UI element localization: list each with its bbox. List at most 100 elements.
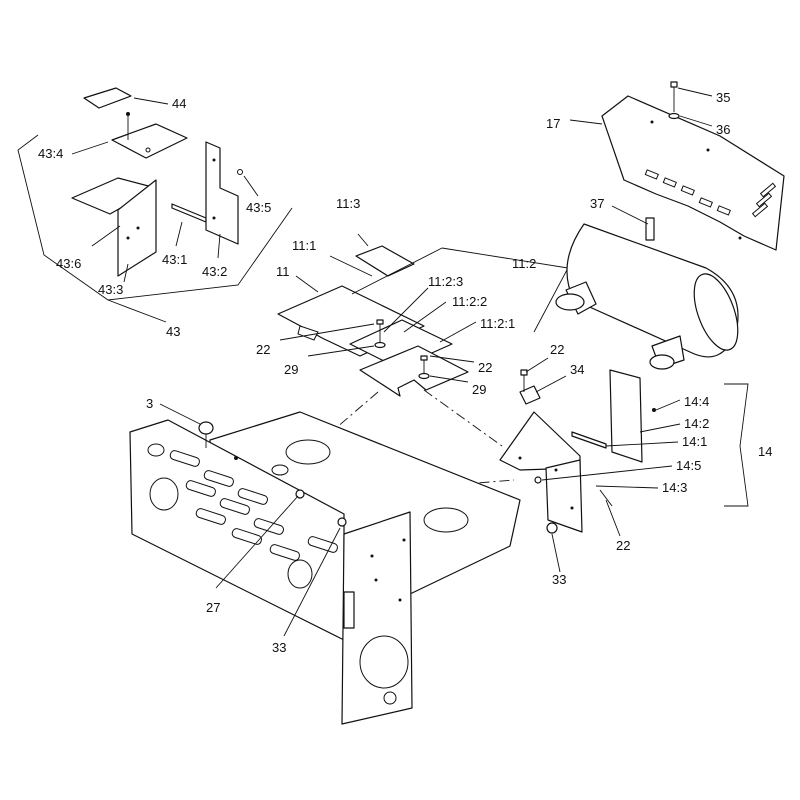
front-plate-tab <box>343 591 355 629</box>
screw-head <box>376 319 384 325</box>
callout-17: 17 <box>546 116 560 131</box>
group-43-leader <box>107 299 167 323</box>
rivet <box>738 236 742 240</box>
assembly-11 <box>277 233 569 397</box>
callout-43-6: 43:6 <box>56 256 81 271</box>
callout-3: 3 <box>146 396 153 411</box>
leader-14-4 <box>655 399 681 411</box>
nut-33 <box>546 522 558 534</box>
callout-35: 35 <box>716 90 730 105</box>
bracket-14 <box>724 383 749 507</box>
leader-11-1 <box>329 255 373 277</box>
leader-14-1 <box>605 441 679 447</box>
floor-hole <box>271 464 289 476</box>
rivet <box>212 216 216 220</box>
side-wall-slots <box>147 443 338 589</box>
callout-11-2-2: 11:2:2 <box>452 294 487 309</box>
leader-22-b <box>429 355 475 363</box>
callout-43-5: 43:5 <box>246 200 271 215</box>
hole <box>145 147 151 153</box>
front-plate-hole <box>383 691 397 705</box>
inlet-flange <box>555 293 585 311</box>
part-14-1-rod <box>571 431 607 449</box>
leader-43-1 <box>175 221 183 247</box>
rivet <box>374 578 378 582</box>
floor-hole <box>285 439 331 465</box>
washer-29 <box>374 341 386 349</box>
callout-11-2-1: 11:2:1 <box>480 316 515 331</box>
callout-33-a: 33 <box>552 572 566 587</box>
part-14-3-bracket <box>545 459 583 533</box>
callout-34: 34 <box>570 362 584 377</box>
callout-43-3: 43:3 <box>98 282 123 297</box>
callout-43-2: 43:2 <box>202 264 227 279</box>
rivet <box>570 506 574 510</box>
leader-11-2-2 <box>403 301 447 333</box>
rivet <box>402 538 406 542</box>
washer-14-5 <box>534 476 542 484</box>
floor-hole <box>423 507 469 533</box>
rivet <box>554 468 558 472</box>
callout-11-2: 11:2 <box>512 256 536 271</box>
part-44-plate <box>83 87 132 109</box>
muffler-end <box>693 273 739 351</box>
leader-43-2 <box>217 233 221 259</box>
callout-14: 14 <box>758 444 772 459</box>
callout-14-1: 14:1 <box>682 434 707 449</box>
part-11-2-1-plate <box>359 345 469 397</box>
leader-22-d <box>605 499 621 537</box>
fastener <box>234 456 238 460</box>
assembly-line <box>423 389 503 447</box>
callout-36: 36 <box>716 122 730 137</box>
callout-43-4: 43:4 <box>38 146 63 161</box>
part-11-3-plate <box>355 245 415 277</box>
front-plate-hole <box>359 635 409 689</box>
leader-43-5 <box>243 175 259 197</box>
leader-22-a <box>279 323 375 341</box>
screw-head <box>420 355 428 361</box>
callout-labels: 44 43:4 43:5 43:6 43:1 43:2 43:3 43 11:3… <box>38 90 772 655</box>
leader-14-5 <box>541 465 673 481</box>
rivet <box>518 456 522 460</box>
rivet <box>136 226 140 230</box>
assembly-43 <box>17 87 293 323</box>
rivet <box>212 158 216 162</box>
nut-33-b <box>337 517 347 527</box>
part-43-2-bracket <box>205 141 239 245</box>
callout-14-5: 14:5 <box>676 458 701 473</box>
callout-14-2: 14:2 <box>684 416 709 431</box>
callout-22-d: 22 <box>616 538 630 553</box>
leader-44 <box>133 97 169 105</box>
part-17-heat-shield <box>601 95 785 251</box>
leader-43-3 <box>123 263 129 283</box>
leader-22-c <box>525 357 549 373</box>
rivet <box>126 236 130 240</box>
outlet-flange <box>649 354 675 370</box>
fastener-43-5 <box>237 169 243 175</box>
callout-11-1: 11:1 <box>292 238 316 253</box>
leader-29-a <box>307 345 375 357</box>
callout-22-a: 22 <box>256 342 270 357</box>
rivet <box>398 598 402 602</box>
washer-36 <box>668 112 680 120</box>
callout-29-a: 29 <box>284 362 298 377</box>
rivet <box>706 148 710 152</box>
leader-14-3 <box>595 485 659 489</box>
leader-14-2 <box>639 423 681 433</box>
leader-43-6 <box>91 225 121 247</box>
bracket-11-2-arm <box>351 247 443 295</box>
leader-11-3 <box>357 233 369 247</box>
fastener-14-4 <box>652 408 656 412</box>
callout-37: 37 <box>590 196 604 211</box>
part-34-bracket <box>499 411 581 471</box>
group-43-outline <box>17 134 293 301</box>
leader-11 <box>295 275 319 293</box>
callout-29-b: 29 <box>472 382 486 397</box>
leader-33-b <box>283 527 341 637</box>
assembly-14 <box>499 357 749 573</box>
callout-44: 44 <box>172 96 186 111</box>
callout-11: 11 <box>276 264 290 279</box>
part-34-clamp <box>519 385 541 405</box>
